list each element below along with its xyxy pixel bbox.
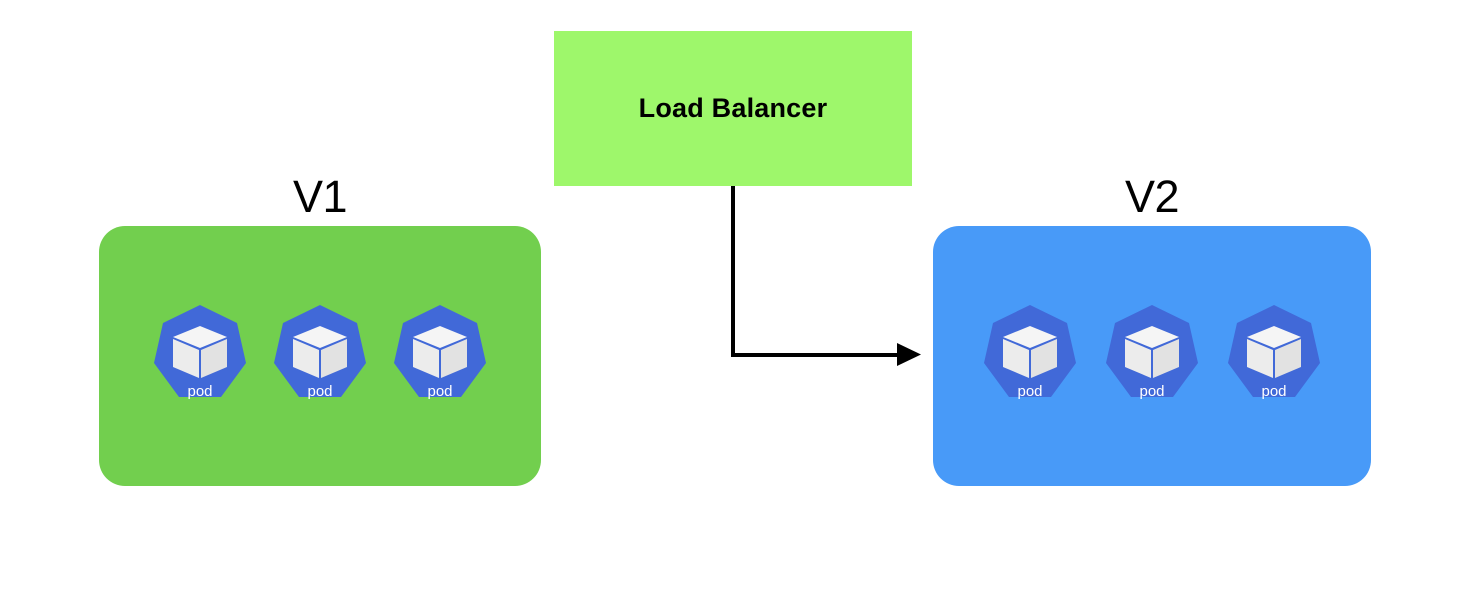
kubernetes-heptagon-icon [154,305,246,397]
container-cube-icon [293,326,347,378]
pod-row-v1: pod pod [99,226,541,486]
container-cube-icon [173,326,227,378]
version-group-v1[interactable]: V1 pod [99,174,541,486]
kubernetes-heptagon-icon [1106,305,1198,397]
pod-item[interactable]: pod [271,301,369,411]
container-cube-icon [1247,326,1301,378]
pod-item[interactable]: pod [1103,301,1201,411]
pod-item[interactable]: pod [151,301,249,411]
version-group-v1-title: V1 [292,171,348,222]
connector-arrow-load-balancer-to-v2 [731,186,921,366]
container-cube-icon [413,326,467,378]
pod-item[interactable]: pod [391,301,489,411]
version-group-v2-title: V2 [1124,171,1180,222]
pod-item[interactable]: pod [1225,301,1323,411]
container-cube-icon [1125,326,1179,378]
arrowhead-icon [897,343,921,366]
version-group-v2[interactable]: V2 pod [933,174,1371,486]
load-balancer-box[interactable]: Load Balancer [554,31,912,186]
load-balancer-label: Load Balancer [638,93,828,123]
kubernetes-heptagon-icon [394,305,486,397]
pod-row-v2: pod pod [933,226,1371,486]
container-cube-icon [1003,326,1057,378]
pod-item[interactable]: pod [981,301,1079,411]
kubernetes-heptagon-icon [1228,305,1320,397]
kubernetes-heptagon-icon [984,305,1076,397]
connector-line [731,186,910,357]
kubernetes-heptagon-icon [274,305,366,397]
